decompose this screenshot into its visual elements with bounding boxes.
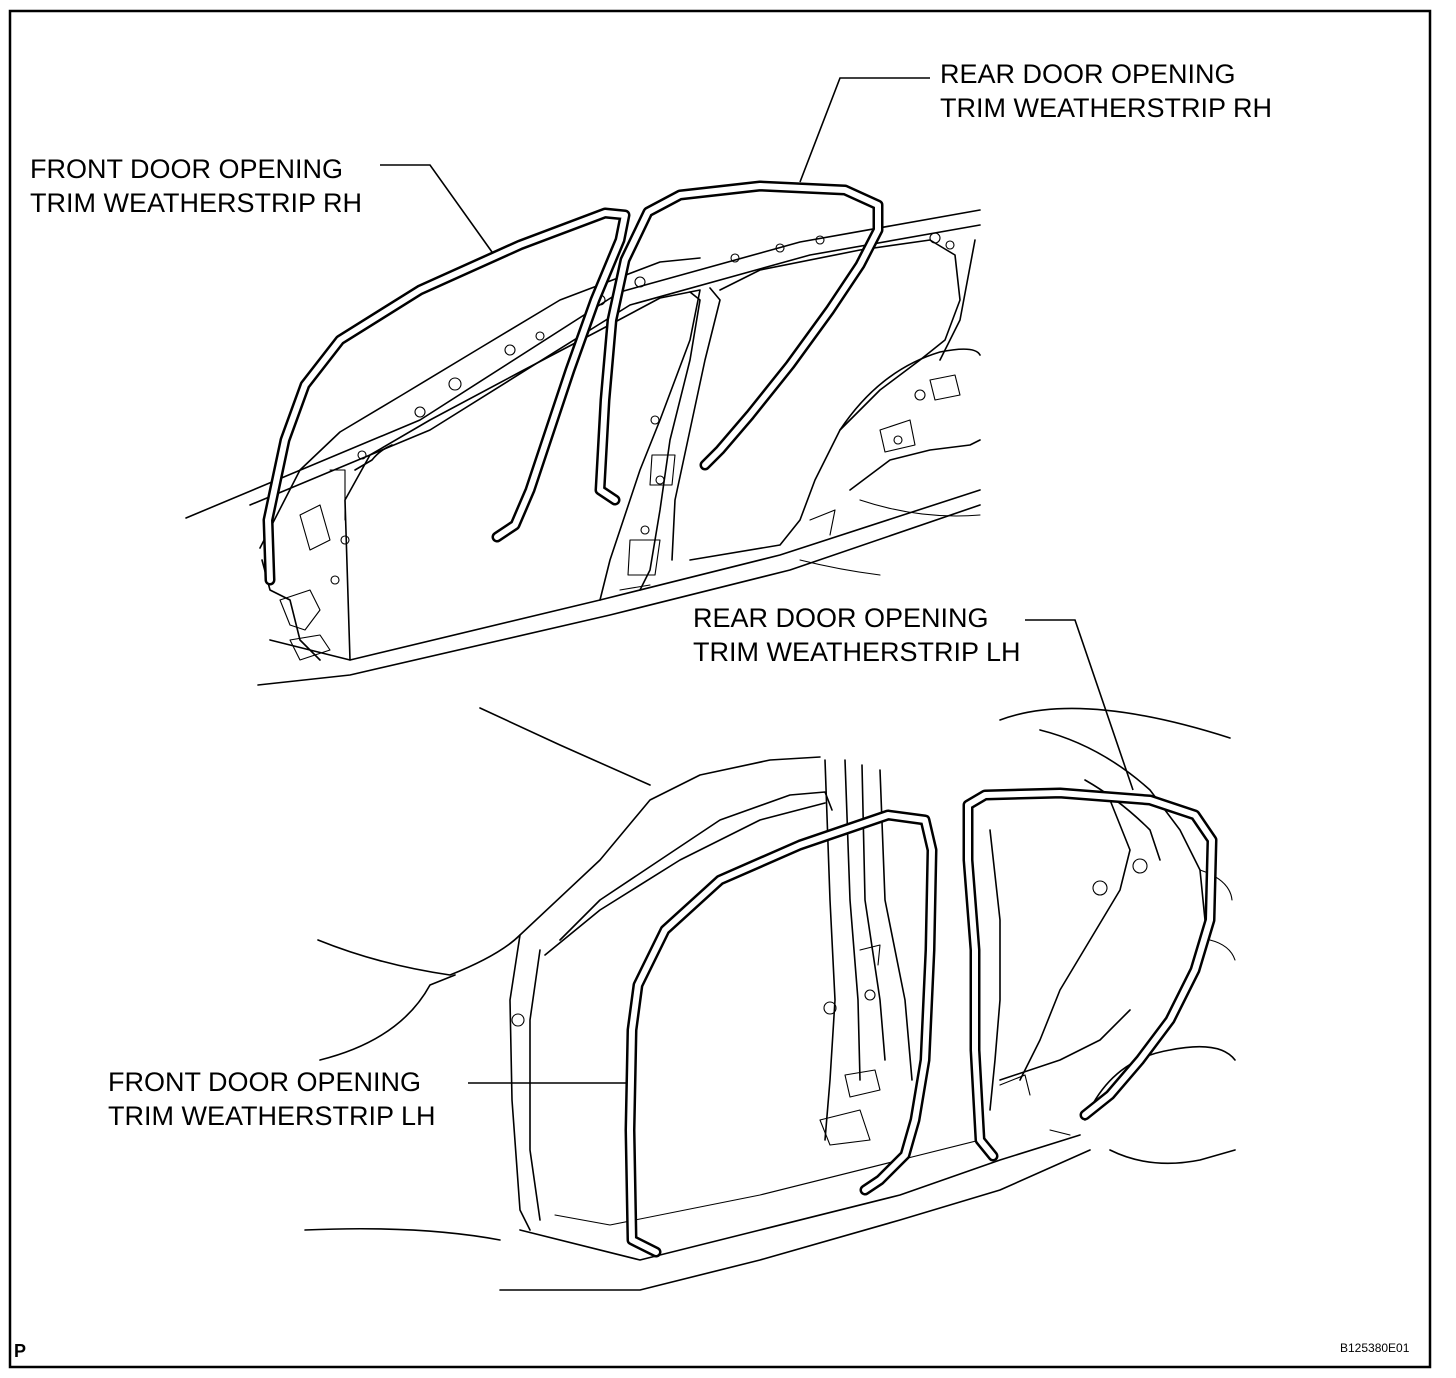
leader-rear-rh	[799, 77, 930, 183]
label-rear-lh-line1: REAR DOOR OPENING	[693, 603, 989, 633]
label-front-lh-line1: FRONT DOOR OPENING	[108, 1067, 421, 1097]
label-front-rh-line1: FRONT DOOR OPENING	[30, 154, 343, 184]
rear-door-weatherstrip-lh	[962, 787, 1218, 1162]
label-front-lh-line2: TRIM WEATHERSTRIP LH	[108, 1101, 436, 1131]
rh-body-shell	[185, 209, 981, 686]
leader-front-rh	[380, 164, 493, 253]
lh-body	[304, 707, 1236, 1291]
figure-id: B125380E01	[1340, 1341, 1410, 1355]
label-rear-rh-line2: TRIM WEATHERSTRIP RH	[940, 93, 1272, 123]
rear-door-weatherstrip-rh	[594, 180, 884, 506]
label-rear-rh-line1: REAR DOOR OPENING	[940, 59, 1236, 89]
diagram-border	[8, 9, 1432, 1369]
front-door-weatherstrip-rh	[262, 207, 631, 586]
corner-mark: P	[14, 1341, 26, 1361]
label-rear-lh-line2: TRIM WEATHERSTRIP LH	[693, 637, 1021, 667]
label-front-rh-line2: TRIM WEATHERSTRIP RH	[30, 188, 362, 218]
front-door-weatherstrip-lh	[624, 809, 938, 1258]
leader-rear-lh	[1025, 619, 1134, 791]
